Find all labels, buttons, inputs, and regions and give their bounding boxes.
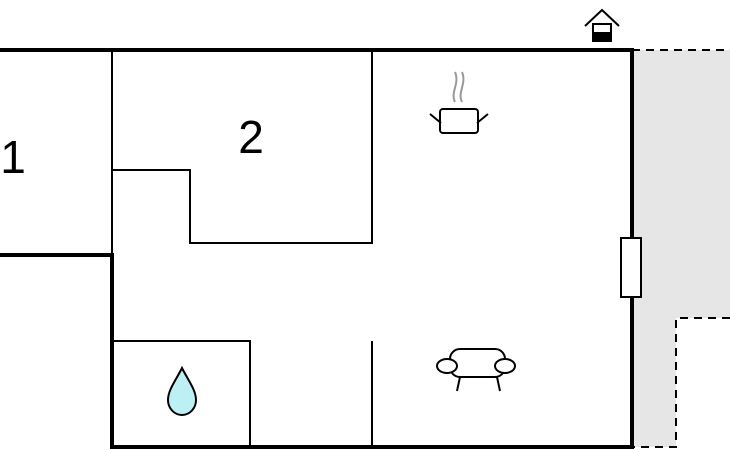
interior-walls bbox=[111, 50, 373, 447]
room-label-2: 2 bbox=[238, 111, 264, 163]
bathroom-water-drop-icon bbox=[166, 365, 198, 417]
window bbox=[620, 237, 642, 298]
living-room-sofa-icon bbox=[436, 348, 516, 392]
outer-wall bbox=[0, 48, 634, 449]
terrace-dashed-border bbox=[632, 49, 730, 448]
entrance-house-icon bbox=[584, 8, 620, 42]
kitchen-pot-icon bbox=[429, 71, 489, 134]
outdoor-terrace-area bbox=[632, 50, 730, 447]
room-label-1: 1 bbox=[0, 131, 26, 183]
